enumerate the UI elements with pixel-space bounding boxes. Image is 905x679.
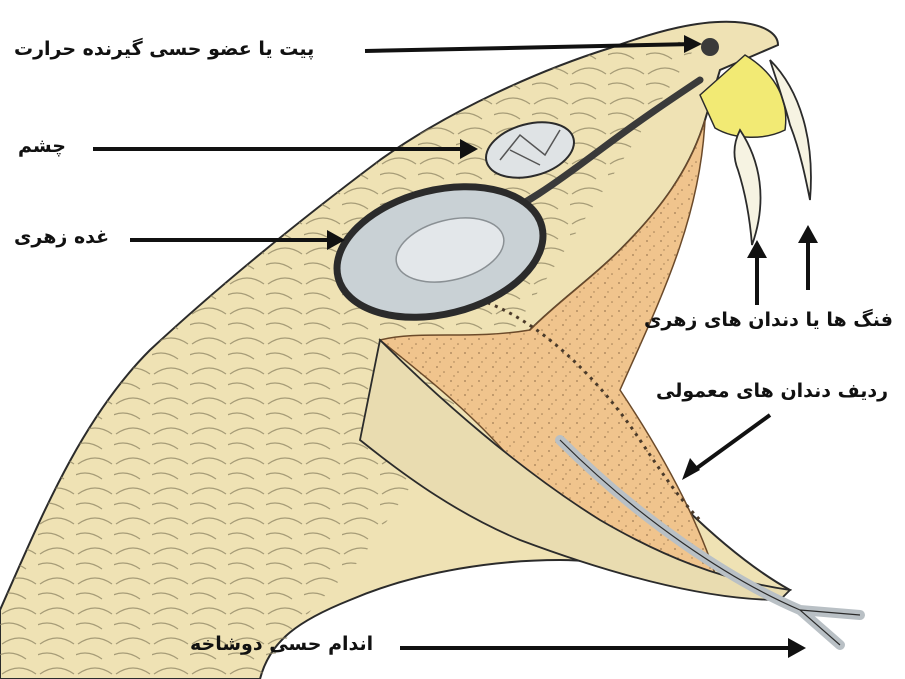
label-venom-gland: غده زهری xyxy=(14,228,109,247)
heat-pit xyxy=(701,38,719,56)
arrow-tongue xyxy=(400,638,806,658)
arrow-fang-left xyxy=(747,240,767,305)
arrow-teeth-row xyxy=(682,415,770,480)
label-fangs: فنگ ها یا دندان های زهری xyxy=(644,311,893,330)
fang-rear xyxy=(734,130,760,245)
label-eye: چشم xyxy=(18,137,66,156)
label-forked-tongue: اندام حسی دوشاخه xyxy=(190,635,373,654)
arrow-fang-right xyxy=(798,225,818,290)
label-normal-teeth: ردیف دندان های معمولی xyxy=(656,382,888,401)
label-heat-pit: پیت یا عضو حسی گیرنده حرارت xyxy=(14,40,314,59)
